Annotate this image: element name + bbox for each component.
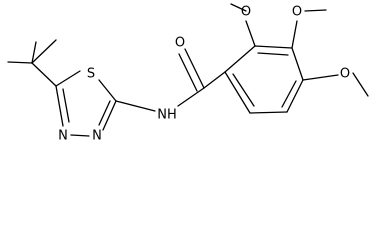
atom-label-carbonyl-oxygen: O: [175, 36, 185, 51]
atom-label-n4: N: [58, 129, 68, 144]
bond-tbu-methyl-top: [31, 41, 37, 64]
bond-n4-c5-double: [62, 88, 70, 123]
bond-ring-c4-c5: [286, 79, 304, 113]
bond-carbonyl-ring: [203, 71, 226, 89]
atom-label-sulfur: S: [87, 67, 95, 82]
structure-diagram: S N N NH O O O O: [7, 3, 369, 144]
bond-nh-carbonyl: [177, 87, 205, 107]
bond-tbu-ring: [31, 62, 57, 87]
bond-carbonyl-o-double: [178, 53, 198, 92]
bond-c2-n3: [102, 100, 117, 131]
bond-ring-o2: [245, 20, 256, 47]
bond-ring-c2-c3: [254, 45, 293, 49]
bond-o4-methyl: [352, 72, 369, 97]
bond-tbu-methyl-right: [31, 39, 57, 64]
bond-s1-c2: [98, 79, 117, 102]
atom-labels: S N N NH O O O O: [58, 5, 350, 144]
bond-ring-c2-c3-inner: [257, 52, 289, 56]
bond-ring-c4-c5-inner: [281, 80, 297, 108]
bond-ring-c6-c1: [224, 71, 251, 114]
atom-label-methoxy-oxygen-2: O: [241, 5, 251, 20]
bond-ring-c3-c4: [291, 47, 304, 81]
atom-label-methoxy-oxygen-3: O: [292, 5, 302, 20]
atom-label-methoxy-oxygen-4: O: [340, 67, 350, 82]
bond-n3-n4: [70, 134, 90, 137]
bond-c2-n3-double: [98, 100, 111, 126]
bond-n4-c5: [55, 85, 64, 127]
bond-c5-s1: [55, 70, 81, 87]
atom-label-amide-nh: NH: [157, 108, 177, 123]
bond-ring-c5-c6: [249, 111, 288, 114]
bond-tbu-methyl-left: [7, 61, 33, 64]
atom-label-n3: N: [92, 129, 102, 144]
bond-o2-methyl: [230, 3, 247, 12]
bond-carbonyl-o: [184, 48, 205, 89]
bond-c2-nh: [115, 100, 156, 112]
bond-ring-o3: [291, 20, 298, 49]
molecule-canvas: S N N NH O O O O: [7, 3, 369, 144]
bond-ring-c1-c2: [224, 45, 256, 73]
bonds: [7, 3, 369, 137]
bond-ring-o4: [302, 74, 339, 81]
bond-ring-c6-c1-inner: [232, 73, 255, 107]
bond-o3-methyl: [304, 9, 327, 12]
